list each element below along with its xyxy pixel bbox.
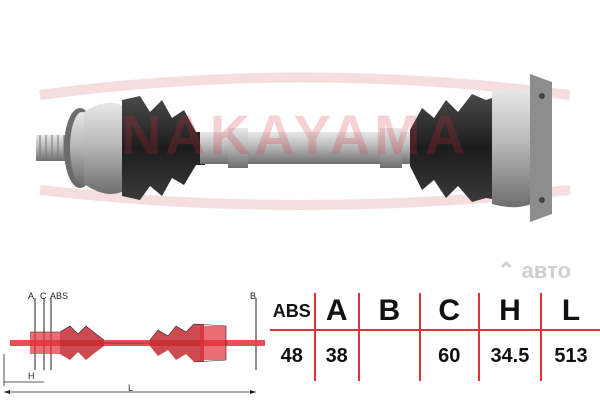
- watermark-logo: ⌃ авто: [497, 258, 571, 283]
- value-b: [357, 330, 420, 381]
- table-value-row: 48 38 60 34.5 513: [270, 330, 600, 381]
- value-h: 34.5: [477, 330, 542, 381]
- table-header-row: ABS A B C H L: [270, 293, 600, 331]
- header-b: B: [357, 293, 420, 331]
- diagram-label-h: H: [28, 371, 35, 381]
- dimensions-table: ABS A B C H L 48 38 60 34.5 513: [270, 293, 600, 381]
- diagram-label-l: L: [128, 383, 134, 393]
- header-a: A: [313, 293, 359, 331]
- header-h: H: [477, 293, 542, 331]
- value-c: 60: [418, 330, 479, 381]
- header-c: C: [418, 293, 479, 331]
- value-l: 513: [540, 330, 600, 381]
- value-abs: 48: [280, 344, 303, 367]
- diagram-label-c: C: [40, 291, 47, 301]
- diagram-label-b: B: [250, 291, 257, 301]
- header-l: L: [540, 293, 600, 331]
- diagram-label-abs: ABS: [50, 291, 69, 301]
- header-abs: ABS: [270, 293, 315, 331]
- diagram-label-a: A: [28, 291, 35, 301]
- drive-shaft-photo: [36, 72, 571, 222]
- dimension-diagram: [3, 298, 265, 394]
- value-a: 38: [313, 330, 359, 381]
